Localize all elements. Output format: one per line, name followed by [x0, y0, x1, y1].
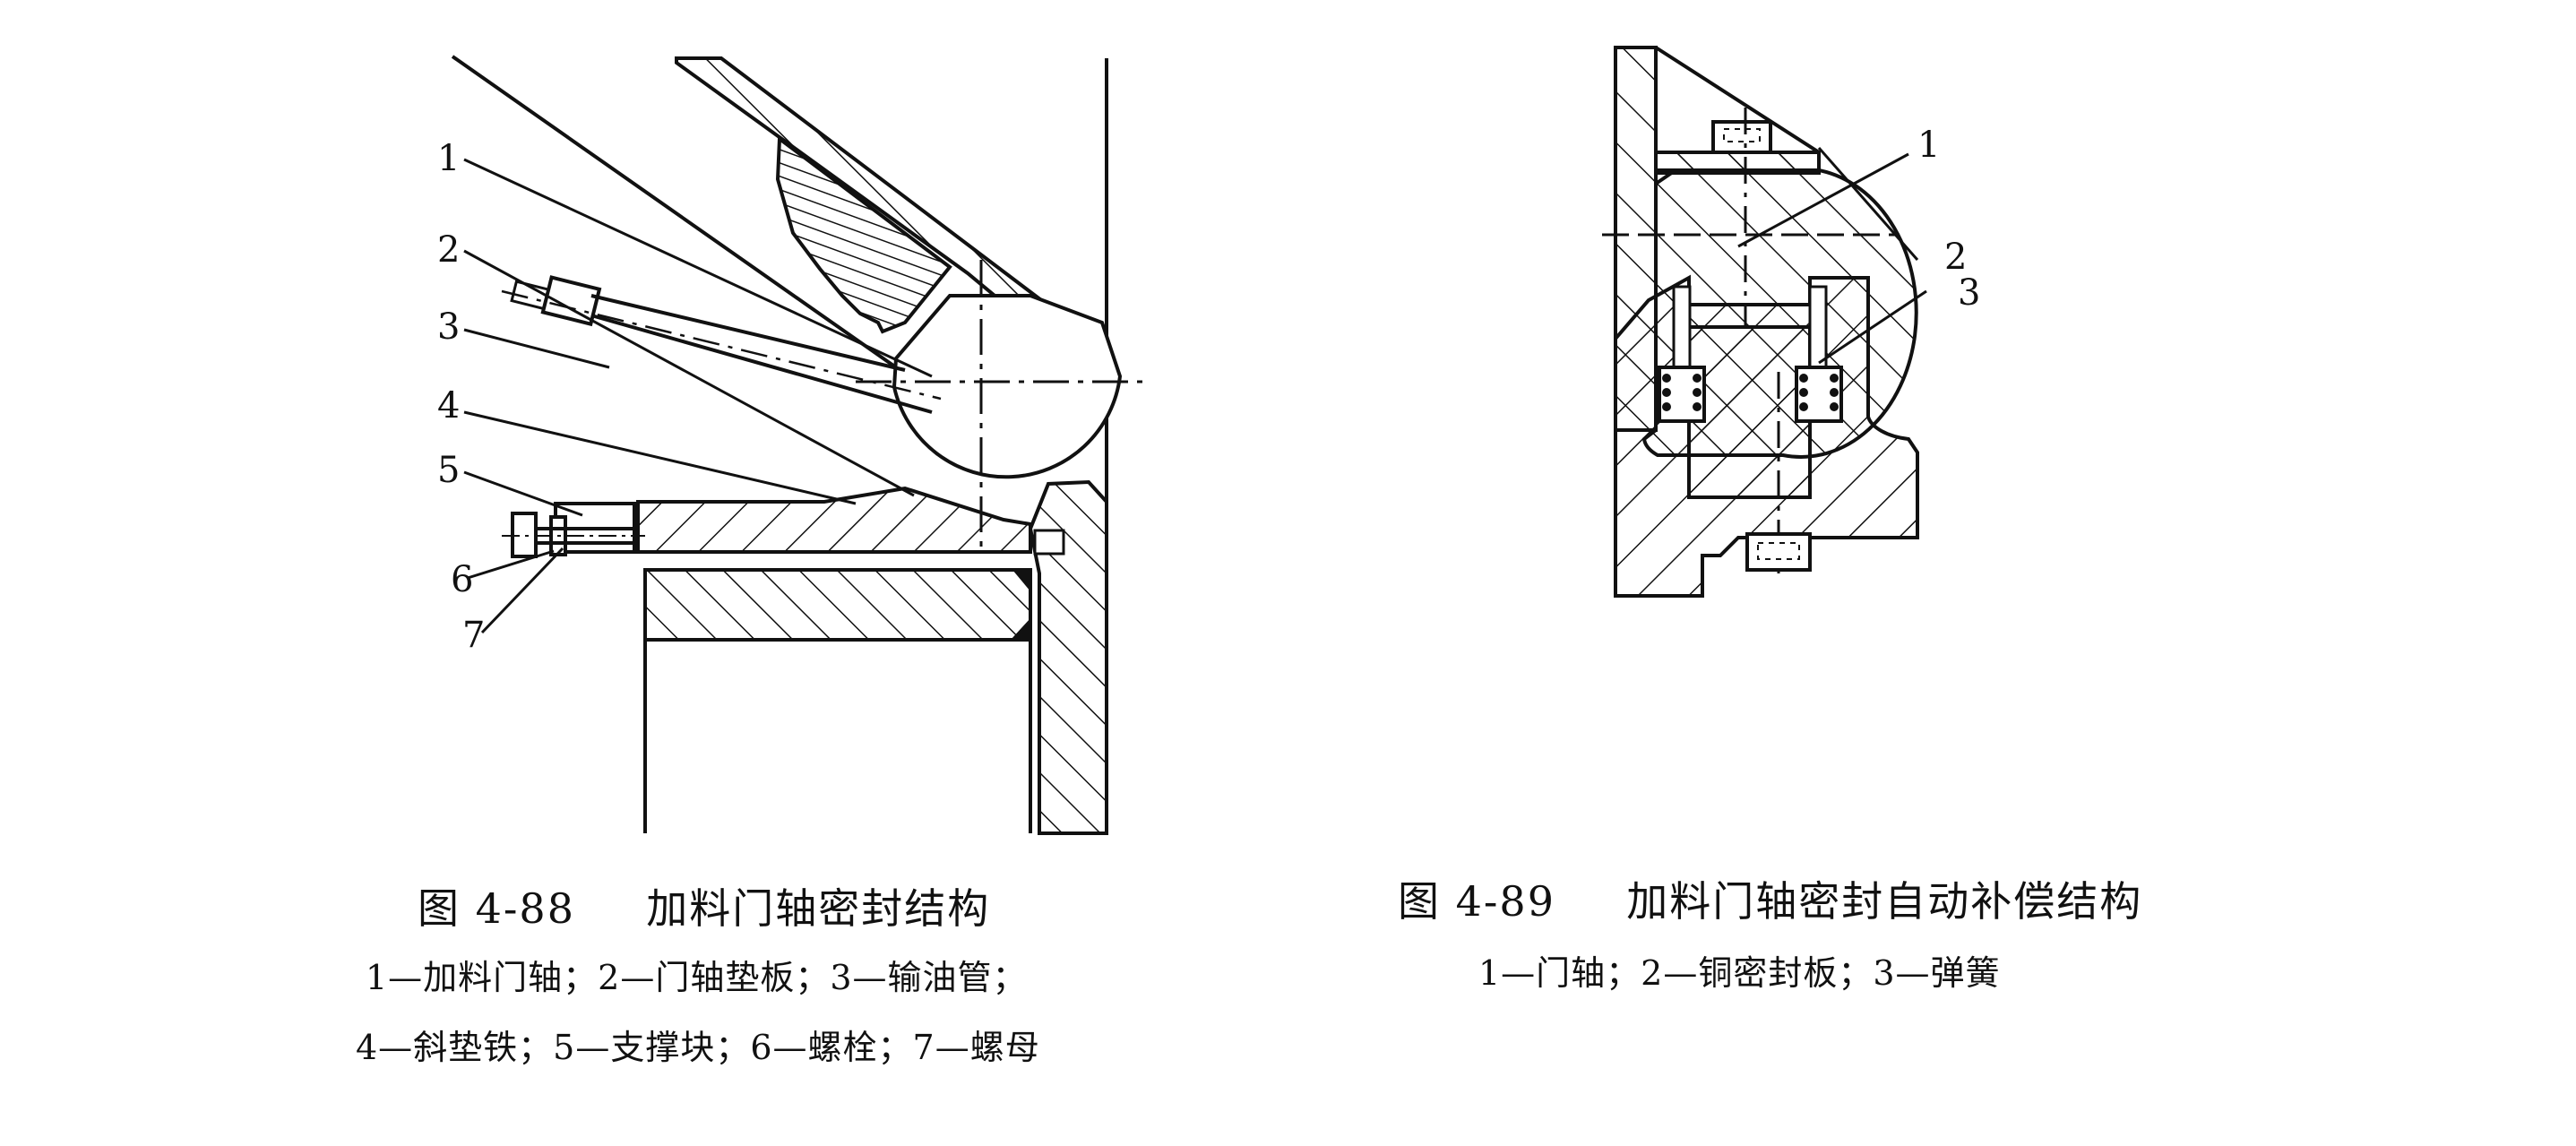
copper-seal-plate [1687, 325, 1812, 499]
part-label-7: 7 [462, 615, 485, 656]
leader-1 [463, 158, 933, 378]
figure-4-88-caption: 图 4-88 加料门轴密封结构 [418, 876, 990, 935]
door-edge-line [451, 55, 898, 369]
weld-top [1012, 570, 1030, 591]
leader-6 [467, 549, 555, 580]
leader-3 [1818, 289, 1927, 365]
seal-compensation-drawing-4-89: 1 2 3 [1602, 46, 1980, 598]
leader-7 [480, 547, 564, 634]
figure-number: 图 4-89 [1398, 877, 1555, 926]
door-liner [775, 135, 952, 334]
oil-pipe-center [501, 289, 942, 401]
part-label-5: 5 [437, 450, 460, 491]
leader-1 [1737, 152, 1909, 248]
part-label-2: 2 [437, 229, 460, 271]
figure-number: 图 4-88 [418, 884, 575, 933]
bottom-bolt-thread [1757, 542, 1800, 560]
figure-4-88-legend-line-1: 1—加料门轴；2—门轴垫板；3—输油管； [366, 958, 1028, 997]
top-bolt [1711, 120, 1772, 154]
small-bolt [1033, 529, 1065, 556]
part-label-6: 6 [451, 559, 473, 600]
figure-4-89-legend-line-1: 1—门轴；2—铜密封板；3—弹簧 [1478, 953, 2001, 993]
door-shaft [892, 294, 1123, 479]
part-label-2: 2 [1944, 237, 1967, 278]
bottom-bolt [1745, 532, 1812, 572]
leader-3 [463, 328, 610, 369]
figure-4-89-caption: 图 4-89 加料门轴密封自动补偿结构 [1398, 869, 2142, 928]
spring-left [1662, 374, 1702, 411]
figure-4-89: 1 2 3 [1523, 0, 2150, 860]
part-label-3: 3 [1958, 272, 1980, 314]
figure-4-88-legend-line-2: 4—斜垫铁；5—支撑块；6—螺栓；7—螺母 [356, 1028, 1040, 1067]
part-label-3: 3 [437, 306, 460, 348]
guide-pin-left [1672, 285, 1692, 369]
figure-title: 加料门轴密封结构 [646, 884, 991, 933]
leader-4 [463, 410, 857, 505]
base-ring [643, 568, 1032, 642]
oil-pipe-lower [590, 314, 933, 414]
leader-2 [1817, 147, 1919, 261]
guide-pin-right [1808, 285, 1828, 369]
leader-5 [463, 470, 583, 517]
part-label-1: 1 [437, 138, 460, 179]
leader-2 [463, 249, 915, 497]
part-label-4: 4 [437, 385, 460, 427]
part-label-1: 1 [1917, 125, 1940, 166]
seal-structure-drawing-4-88: 1 2 3 4 5 6 7 [437, 55, 1142, 835]
oil-pipe-upper [590, 294, 906, 372]
spring-right [1799, 374, 1839, 411]
figure-title: 加料门轴密封自动补偿结构 [1626, 877, 2143, 926]
weld-bottom [1011, 618, 1030, 640]
figure-4-88: 1 2 3 4 5 6 7 [0, 0, 1254, 860]
top-bolt-thread [1723, 128, 1761, 142]
wall-wedge [1028, 479, 1108, 835]
